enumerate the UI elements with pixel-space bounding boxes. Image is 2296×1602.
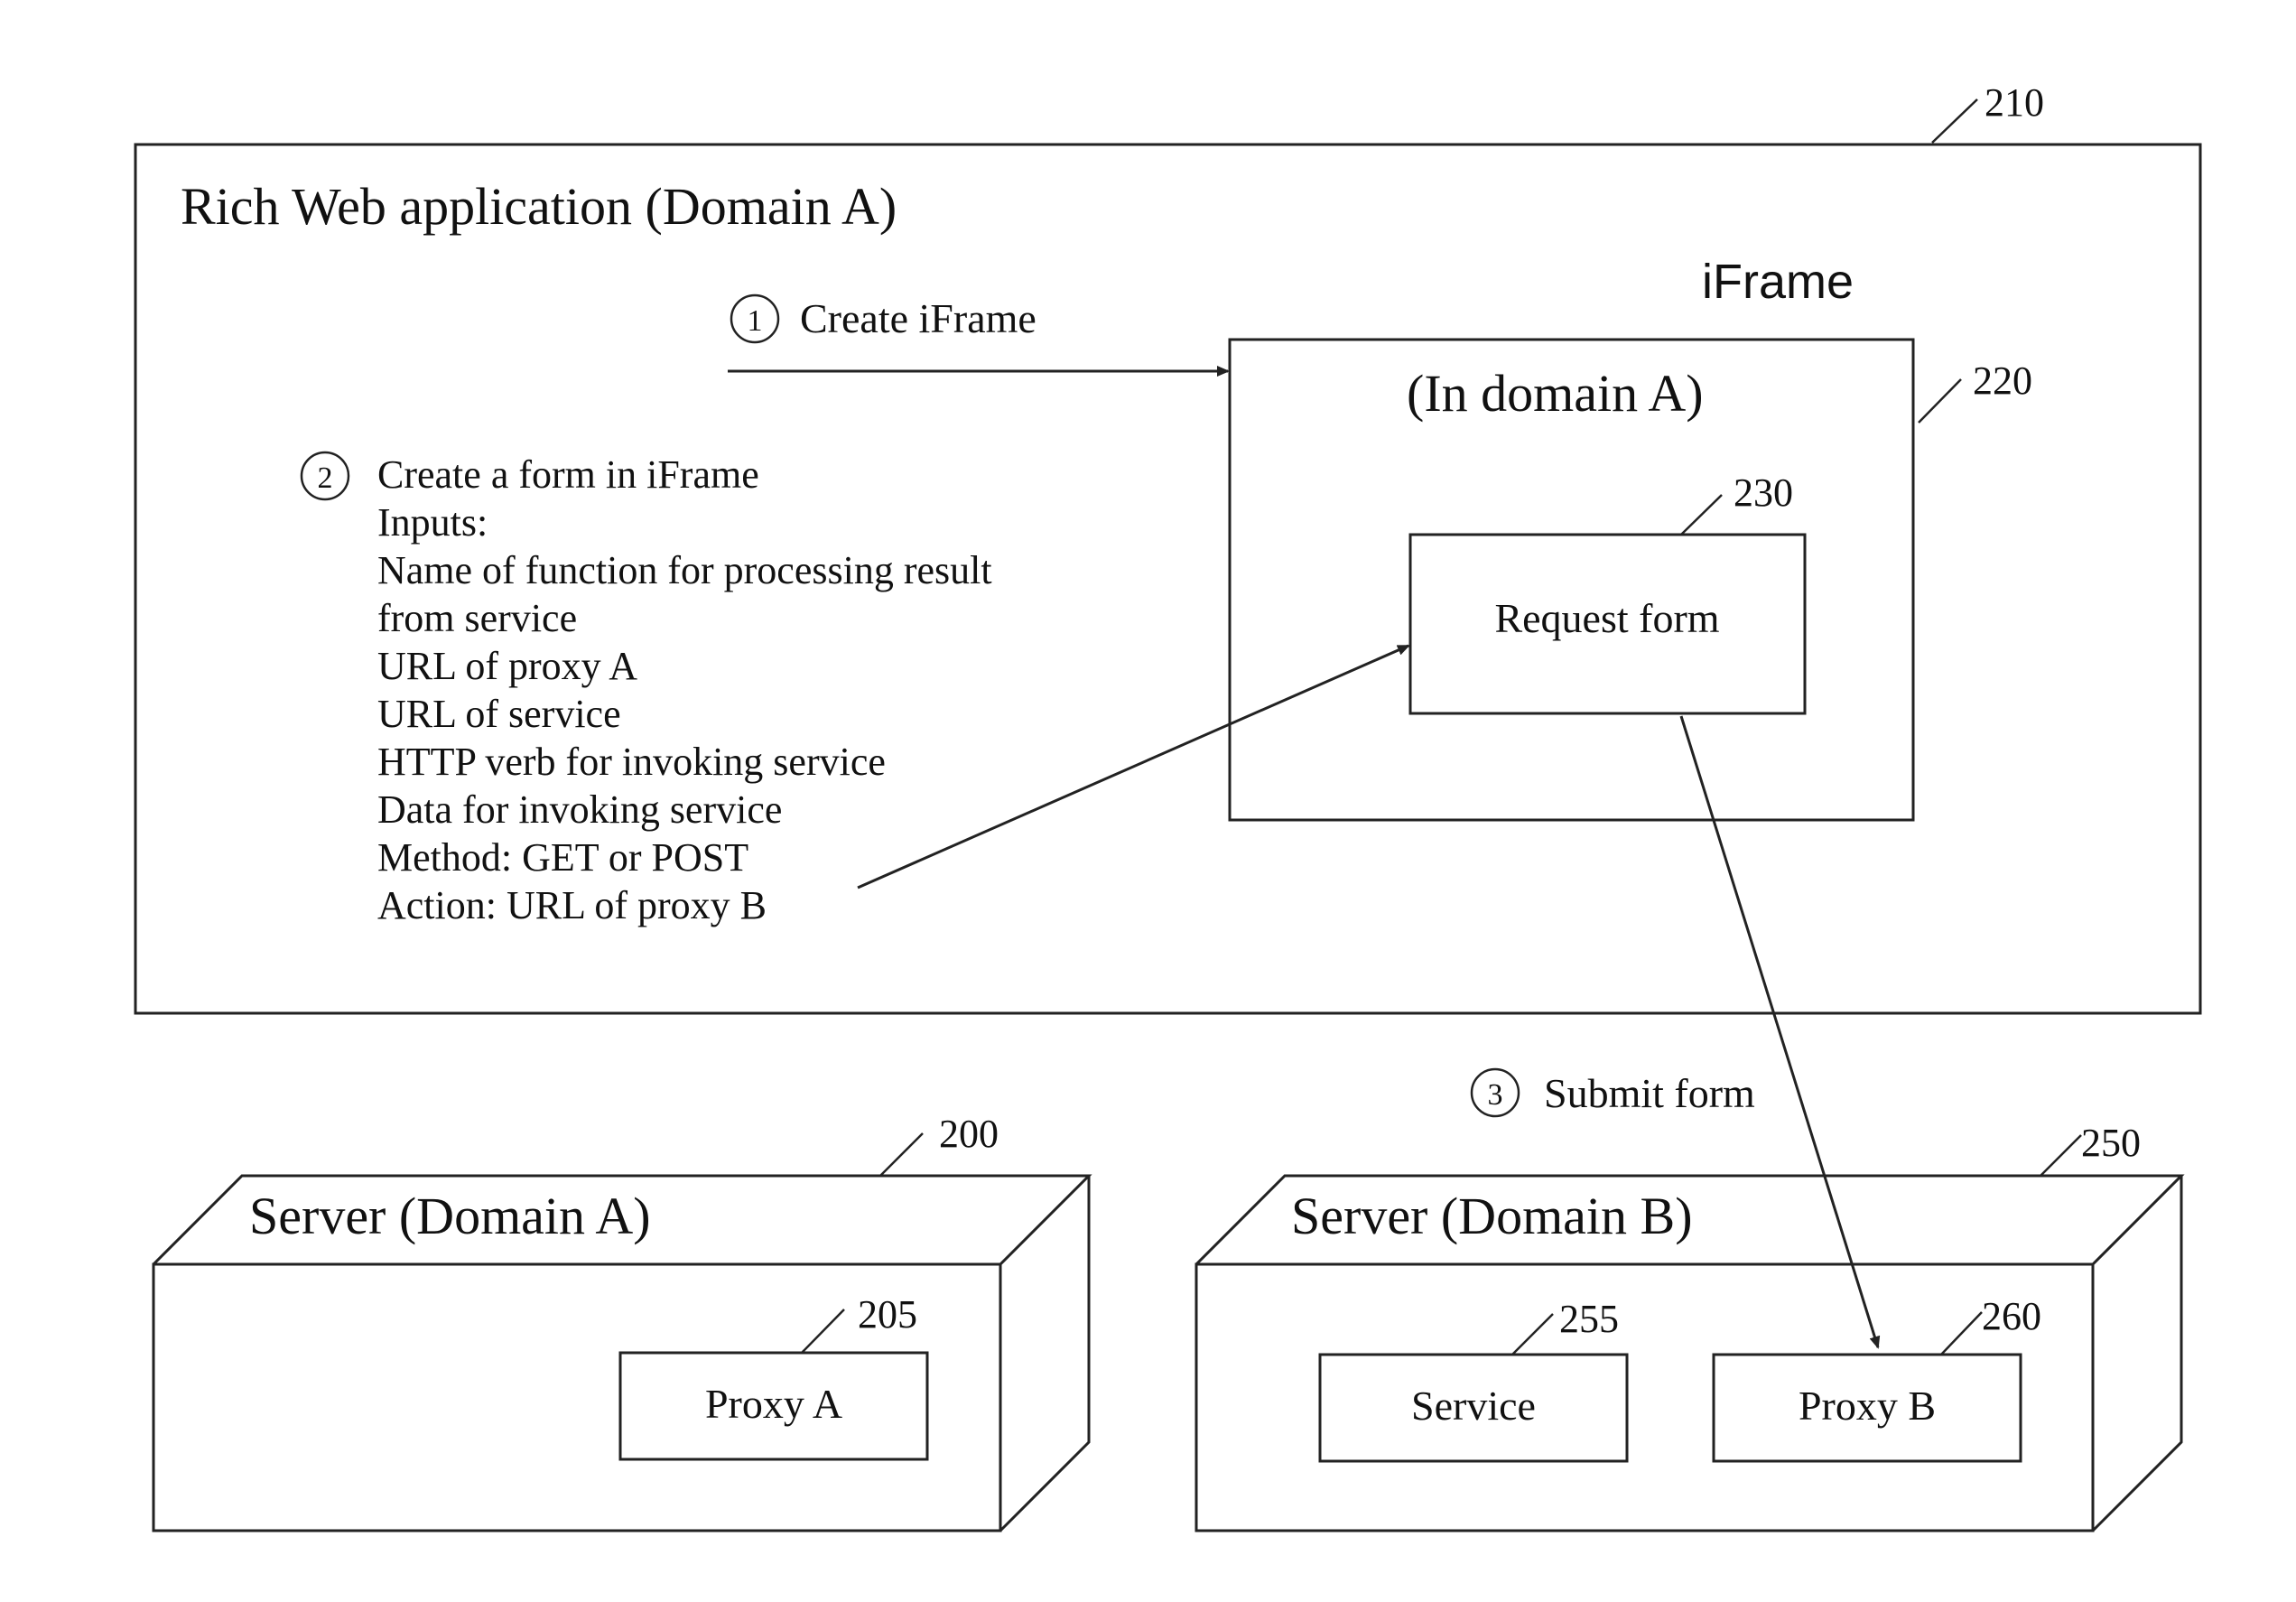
- ref-leader-250: [2040, 1135, 2081, 1176]
- ref-label-250: 250: [2081, 1121, 2141, 1165]
- step-2-line: Data for invoking service: [377, 787, 782, 832]
- server-domain-b: Server (Domain B) 250 Service 255 Proxy …: [1196, 1121, 2181, 1531]
- step-2-line: HTTP verb for invoking service: [377, 740, 886, 784]
- ref-label-200: 200: [939, 1112, 999, 1156]
- ref-leader-255: [1512, 1314, 1553, 1355]
- step-2-line: URL of proxy A: [377, 644, 637, 688]
- step-2-number: 2: [318, 461, 333, 495]
- step-1-number: 1: [748, 304, 763, 338]
- request-form-label: Request form: [1494, 595, 1719, 641]
- step-2-line: Name of function for processing result: [377, 548, 992, 592]
- ref-label-205: 205: [858, 1292, 917, 1337]
- ref-leader-205: [802, 1309, 844, 1353]
- server-domain-a: Server (Domain A) 200 Proxy A 205: [153, 1112, 1089, 1531]
- server-a-title: Server (Domain A): [249, 1187, 651, 1245]
- ref-label-230: 230: [1734, 470, 1793, 515]
- ref-label-210: 210: [1985, 80, 2044, 125]
- step-2-line: from service: [377, 596, 577, 640]
- ref-label-220: 220: [1973, 359, 2032, 403]
- service-label: Service: [1411, 1383, 1536, 1429]
- ref-label-260: 260: [1982, 1294, 2041, 1338]
- step-3-label: Submit form: [1544, 1070, 1755, 1116]
- step-2-line: URL of service: [377, 692, 621, 736]
- iframe-label: iFrame: [1702, 255, 1854, 309]
- step-3-number: 3: [1488, 1078, 1503, 1112]
- step-2-line: Action: URL of proxy B: [377, 883, 767, 927]
- iframe-title: (In domain A): [1407, 364, 1704, 423]
- rich-web-application-title: Rich Web application (Domain A): [181, 177, 897, 236]
- proxy-a-label: Proxy A: [705, 1381, 842, 1427]
- step-2-line: Method: GET or POST: [377, 835, 748, 880]
- ref-leader-260: [1941, 1312, 1982, 1355]
- step-1-label: Create iFrame: [800, 295, 1036, 341]
- step-2-line: Create a form in iFrame: [377, 452, 759, 497]
- ref-leader-210: [1932, 99, 1977, 143]
- ref-leader-200: [880, 1133, 923, 1176]
- proxy-b-label: Proxy B: [1799, 1383, 1936, 1429]
- ref-label-255: 255: [1559, 1297, 1619, 1341]
- step-2-line: Inputs:: [377, 500, 488, 545]
- server-b-title: Server (Domain B): [1291, 1187, 1693, 1245]
